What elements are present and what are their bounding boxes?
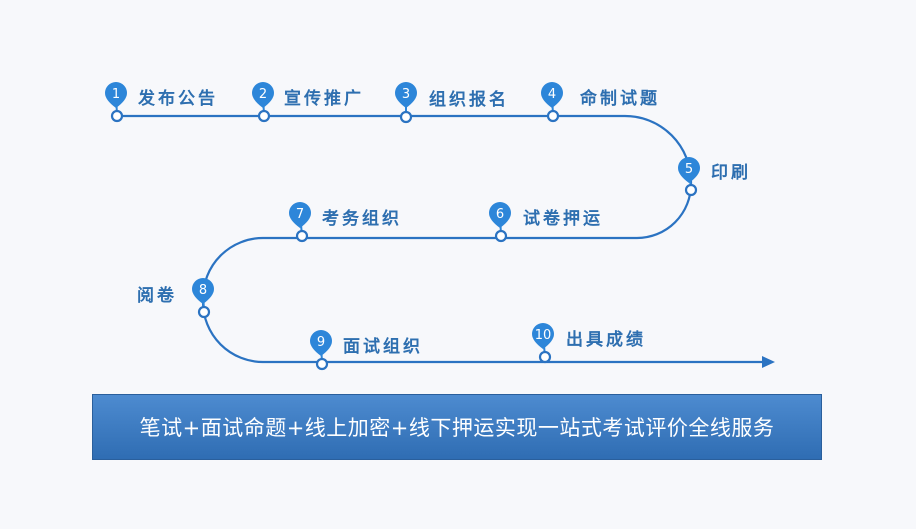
step-1-number: 1 bbox=[112, 87, 120, 102]
step-3-node bbox=[399, 110, 413, 124]
step-4-node bbox=[546, 109, 560, 123]
step-10-pin-icon bbox=[532, 323, 554, 349]
step-9-node bbox=[315, 357, 329, 371]
step-3-pin-icon bbox=[395, 82, 417, 108]
step-label-6: 试卷押运 bbox=[523, 209, 603, 229]
step-3-number: 3 bbox=[402, 87, 410, 102]
step-10-node bbox=[538, 350, 552, 364]
arrow-head-icon bbox=[762, 356, 775, 368]
step-label-9: 面试组织 bbox=[343, 337, 423, 357]
step-6-pin-icon bbox=[489, 202, 511, 228]
step-5-pin-icon bbox=[678, 157, 700, 183]
step-label-5: 印刷 bbox=[711, 163, 751, 183]
step-8-pin-icon bbox=[192, 278, 214, 304]
step-7-node bbox=[295, 229, 309, 243]
banner-text: 笔试+面试命题+线上加密+线下押运实现一站式考试评价全线服务 bbox=[139, 416, 775, 440]
step-label-2: 宣传推广 bbox=[284, 89, 364, 109]
process-path bbox=[117, 114, 765, 364]
step-label-3: 组织报名 bbox=[429, 90, 509, 110]
step-2-node bbox=[257, 109, 271, 123]
step-label-7: 考务组织 bbox=[322, 209, 402, 229]
step-5-number: 5 bbox=[685, 162, 693, 177]
step-2-pin-icon bbox=[252, 82, 274, 108]
step-label-10: 出具成绩 bbox=[566, 330, 646, 350]
step-4-number: 4 bbox=[548, 87, 556, 102]
step-2-number: 2 bbox=[259, 87, 267, 102]
step-1-node bbox=[110, 109, 124, 123]
step-9-number: 9 bbox=[317, 335, 325, 350]
step-7-pin-icon bbox=[289, 202, 311, 228]
step-1-pin-icon bbox=[105, 82, 127, 108]
step-8-number: 8 bbox=[199, 283, 207, 298]
service-banner: 笔试+面试命题+线上加密+线下押运实现一站式考试评价全线服务 bbox=[92, 394, 822, 460]
step-6-number: 6 bbox=[496, 207, 504, 222]
step-7-number: 7 bbox=[296, 207, 304, 222]
step-4-pin-icon bbox=[541, 82, 563, 108]
step-label-4: 命制试题 bbox=[580, 89, 660, 109]
step-9-pin-icon bbox=[310, 330, 332, 356]
step-6-node bbox=[494, 229, 508, 243]
step-8-node bbox=[197, 305, 211, 319]
step-label-8: 阅卷 bbox=[137, 286, 177, 306]
step-5-node bbox=[684, 183, 698, 197]
step-label-1: 发布公告 bbox=[138, 89, 218, 109]
step-10-number: 10 bbox=[535, 328, 552, 343]
